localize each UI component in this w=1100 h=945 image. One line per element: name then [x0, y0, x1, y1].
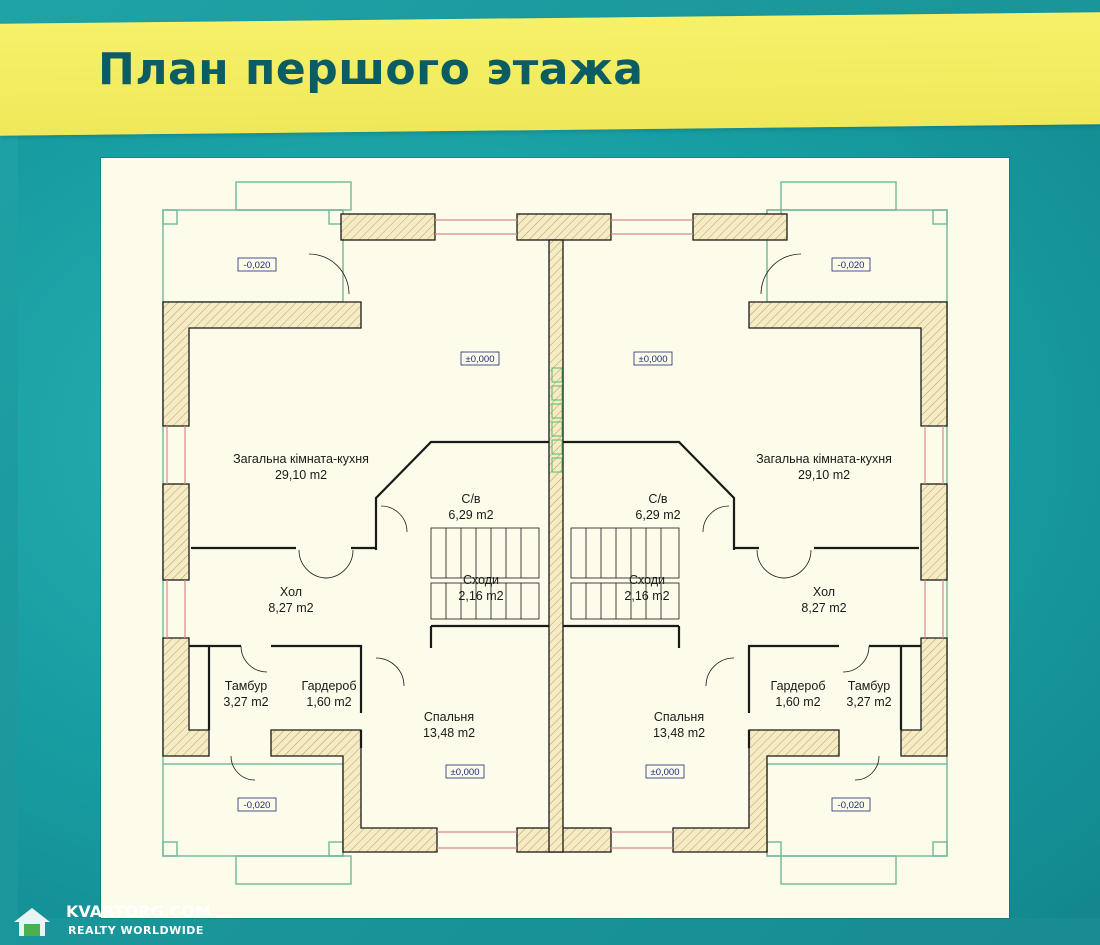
stairs-left [430, 527, 540, 620]
watermark-tagline: REALTY WORLDWIDE [68, 924, 204, 937]
room-name-bath-left: С/в [461, 492, 481, 506]
room-name-living-left: Загальна кімната-кухня [233, 452, 369, 466]
room-area-bedroom-left: 13,48 m2 [423, 726, 475, 740]
room-area-stairs-right: 2,16 m2 [624, 589, 669, 603]
room-area-vestibule-right: 3,27 m2 [846, 695, 891, 709]
room-name-wardrobe-right: Гардероб [771, 679, 826, 693]
room-name-living-right: Загальна кімната-кухня [756, 452, 892, 466]
terrace-top-right [766, 209, 948, 303]
room-area-hall-right: 8,27 m2 [801, 601, 846, 615]
level-bedroom-left: ±0,000 [451, 767, 480, 778]
page-title: План першого этажа [98, 44, 644, 95]
level-living-right: ±0,000 [639, 354, 668, 365]
terrace-top-left [162, 209, 344, 303]
room-name-hall-right: Хол [813, 585, 835, 599]
level-markers: -0,020 -0,020 -0,020 -0,020 ±0,000 ±0,00… [237, 257, 871, 812]
level-terrace-bottom-left: -0,020 [244, 800, 271, 811]
room-name-hall-left: Хол [280, 585, 302, 599]
floor-plan-drawing: -0,020 -0,020 -0,020 -0,020 ±0,000 ±0,00… [162, 181, 948, 885]
watermark: KVARTORG.COM REALTY WORLDWIDE [10, 902, 211, 942]
vent-markers [551, 367, 563, 473]
level-terrace-top-left: -0,020 [244, 260, 271, 271]
room-area-living-left: 29,10 m2 [275, 468, 327, 482]
level-living-left: ±0,000 [466, 354, 495, 365]
room-area-bath-left: 6,29 m2 [448, 508, 493, 522]
room-area-wardrobe-right: 1,60 m2 [775, 695, 820, 709]
room-name-vestibule-left: Тамбур [225, 679, 267, 693]
room-area-vestibule-left: 3,27 m2 [223, 695, 268, 709]
level-bedroom-right: ±0,000 [651, 767, 680, 778]
level-terrace-top-right: -0,020 [838, 260, 865, 271]
watermark-brand: KVARTORG.COM [66, 902, 211, 921]
exterior-walls [162, 213, 948, 853]
doors [230, 253, 880, 781]
windows [166, 219, 944, 849]
room-area-living-right: 29,10 m2 [798, 468, 850, 482]
level-terrace-bottom-right: -0,020 [838, 800, 865, 811]
room-area-hall-left: 8,27 m2 [268, 601, 313, 615]
house-logo-icon [14, 908, 50, 936]
room-name-bedroom-left: Спальня [424, 710, 474, 724]
room-name-bath-right: С/в [648, 492, 668, 506]
room-name-vestibule-right: Тамбур [848, 679, 890, 693]
room-name-stairs-right: Сходи [629, 573, 665, 587]
room-area-bath-right: 6,29 m2 [635, 508, 680, 522]
room-area-wardrobe-left: 1,60 m2 [306, 695, 351, 709]
room-area-bedroom-right: 13,48 m2 [653, 726, 705, 740]
room-name-stairs-left: Сходи [463, 573, 499, 587]
interior-walls [189, 440, 921, 748]
room-name-wardrobe-left: Гардероб [302, 679, 357, 693]
room-area-stairs-left: 2,16 m2 [458, 589, 503, 603]
room-name-bedroom-right: Спальня [654, 710, 704, 724]
room-labels: Загальна кімната-кухня 29,10 m2 Загальна… [223, 452, 891, 740]
stairs-right [570, 527, 680, 620]
